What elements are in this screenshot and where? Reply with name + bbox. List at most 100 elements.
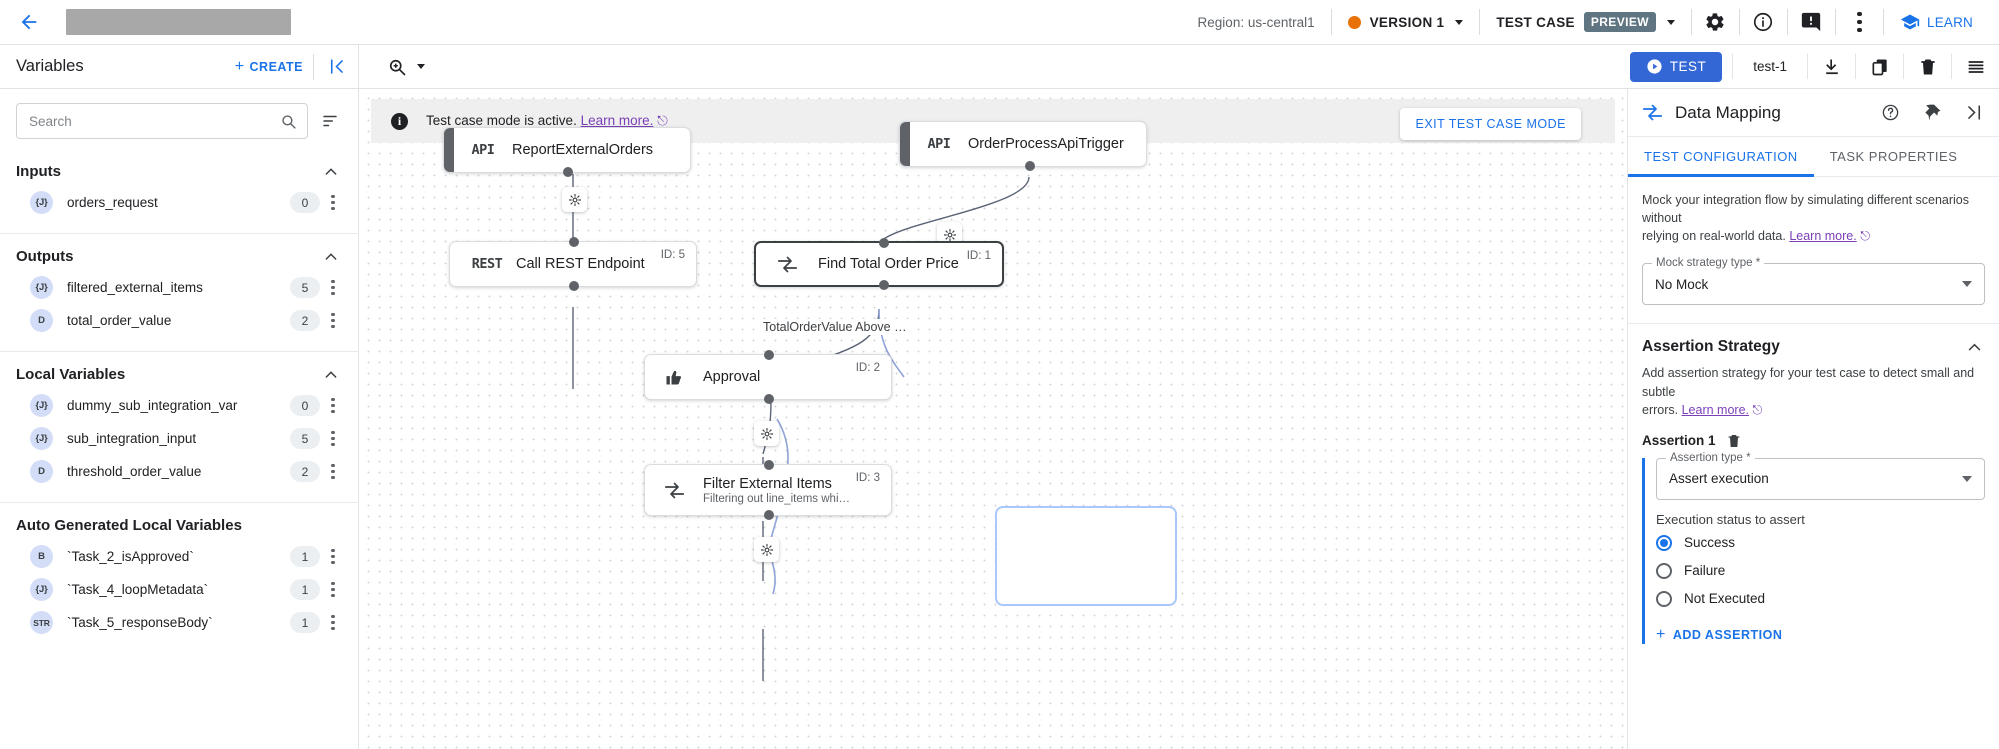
chevron-up-icon[interactable] [320, 164, 342, 180]
row-more-icon[interactable] [320, 431, 346, 446]
sort-icon[interactable] [318, 112, 342, 130]
node-output-port[interactable] [764, 394, 774, 404]
row-more-icon[interactable] [320, 195, 346, 210]
node-output-port[interactable] [569, 281, 579, 291]
variable-name: `Task_5_responseBody` [67, 615, 213, 630]
variable-count: 1 [290, 612, 320, 633]
panel-tabs: TEST CONFIGURATION TASK PROPERTIES [1628, 137, 1999, 177]
row-more-icon[interactable] [320, 582, 346, 597]
node-approval[interactable]: Approval ID: 2 [644, 350, 892, 404]
row-more-icon[interactable] [320, 313, 346, 328]
list-item[interactable]: B `Task_2_isApproved` 1 [0, 540, 358, 573]
section-header[interactable]: Outputs [0, 234, 358, 271]
search-icon [282, 114, 296, 129]
add-assertion-button[interactable]: + ADD ASSERTION [1656, 625, 1782, 643]
edge-gear-icon[interactable] [754, 421, 779, 446]
back-arrow-icon[interactable] [12, 5, 46, 39]
more-vert-icon[interactable] [1836, 0, 1883, 45]
copy-icon[interactable] [1856, 45, 1903, 88]
list-icon[interactable] [1952, 45, 1999, 88]
row-more-icon[interactable] [320, 464, 346, 479]
play-circle-icon [1647, 59, 1662, 74]
node-filter-external-items[interactable]: Filter External Items Filtering out line… [644, 460, 892, 520]
node-output-port[interactable] [764, 510, 774, 520]
edge-condition-label[interactable]: TotalOrderValue Above … [759, 319, 911, 335]
pin-icon[interactable] [1917, 98, 1947, 128]
zoom-control[interactable] [379, 57, 433, 77]
node-title: ReportExternalOrders [512, 142, 654, 158]
search-box[interactable] [16, 103, 308, 139]
chevron-up-icon[interactable] [320, 367, 342, 383]
run-test-button[interactable]: TEST [1629, 51, 1723, 82]
radio-option-failure[interactable]: Failure [1656, 557, 1985, 585]
node-find-total-order-price[interactable]: Find Total Order Price ID: 1 [754, 238, 1004, 290]
row-more-icon[interactable] [320, 398, 346, 413]
exit-test-case-mode-button[interactable]: EXIT TEST CASE MODE [1400, 108, 1581, 140]
row-more-icon[interactable] [320, 280, 346, 295]
node-output-port[interactable] [1025, 161, 1035, 171]
node-input-port[interactable] [569, 237, 579, 247]
edge-gear-icon[interactable] [754, 537, 779, 562]
flow-canvas[interactable]: i Test case mode is active. Learn more. … [359, 89, 1627, 749]
help-icon[interactable] [1875, 98, 1905, 128]
radio-option-not-executed[interactable]: Not Executed [1656, 585, 1985, 613]
test-case-selector[interactable]: TEST CASE PREVIEW [1480, 12, 1691, 32]
test-case-name[interactable]: test-1 [1753, 59, 1787, 74]
variable-name: total_order_value [67, 313, 172, 328]
node-order-process-api-trigger[interactable]: API OrderProcessApiTrigger [899, 121, 1147, 171]
plus-icon: + [1656, 625, 1666, 643]
node-accent-bar [444, 128, 454, 172]
variable-type-badge: STR [30, 611, 53, 634]
node-input-port[interactable] [879, 238, 889, 248]
variable-type-badge: D [30, 309, 53, 332]
row-more-icon[interactable] [320, 615, 346, 630]
section-header[interactable]: Local Variables [0, 352, 358, 389]
collapse-sidebar-icon[interactable] [314, 57, 358, 76]
node-output-port[interactable] [879, 280, 889, 290]
info-icon[interactable] [1740, 0, 1787, 45]
row-more-icon[interactable] [320, 549, 346, 564]
banner-learn-more-link[interactable]: Learn more. [580, 113, 654, 128]
variable-name: sub_integration_input [67, 431, 197, 446]
gear-icon[interactable] [1692, 0, 1739, 45]
node-input-port[interactable] [764, 460, 774, 470]
tab-test-configuration[interactable]: TEST CONFIGURATION [1628, 137, 1814, 177]
feedback-icon[interactable] [1788, 0, 1835, 45]
list-item[interactable]: {J} sub_integration_input 5 [0, 422, 358, 455]
search-input[interactable] [29, 113, 280, 129]
collapse-right-icon[interactable] [1959, 98, 1989, 128]
assertion-type-select[interactable]: Assertion type * Assert execution [1656, 451, 1985, 500]
trash-icon[interactable] [1726, 433, 1742, 449]
tab-task-properties[interactable]: TASK PROPERTIES [1829, 149, 1958, 164]
assertion-learn-more-link[interactable]: Learn more. [1681, 402, 1750, 417]
list-item[interactable]: STR `Task_5_responseBody` 1 [0, 606, 358, 639]
section-title: Inputs [16, 163, 61, 180]
assertion-desc-line1: Add assertion strategy for your test cas… [1642, 366, 1975, 399]
chevron-up-icon[interactable] [320, 249, 342, 265]
radio-option-success[interactable]: Success [1656, 529, 1985, 557]
delete-icon[interactable] [1904, 45, 1951, 88]
list-item[interactable]: {J} orders_request 0 [0, 186, 358, 219]
version-selector[interactable]: VERSION 1 [1332, 15, 1480, 30]
learn-button[interactable]: LEARN [1884, 12, 1987, 32]
list-item[interactable]: {J} `Task_4_loopMetadata` 1 [0, 573, 358, 606]
node-input-port[interactable] [764, 350, 774, 360]
mock-strategy-select[interactable]: Mock strategy type * No Mock [1642, 257, 1985, 306]
mock-learn-more-link[interactable]: Learn more. [1789, 229, 1857, 244]
node-report-external-orders[interactable]: API ReportExternalOrders [443, 127, 691, 177]
node-output-port[interactable] [563, 167, 573, 177]
create-variable-button[interactable]: + CREATE [225, 58, 313, 75]
list-item[interactable]: {J} dummy_sub_integration_var 0 [0, 389, 358, 422]
download-icon[interactable] [1808, 45, 1855, 88]
list-item[interactable]: D threshold_order_value 2 [0, 455, 358, 488]
section-header[interactable]: Inputs [0, 149, 358, 186]
list-item[interactable]: {J} filtered_external_items 5 [0, 271, 358, 304]
placeholder-card[interactable] [995, 506, 1177, 606]
chevron-up-icon[interactable] [1963, 339, 1985, 356]
node-call-rest-endpoint[interactable]: REST Call REST Endpoint ID: 5 [449, 237, 697, 291]
edge-gear-icon[interactable] [562, 187, 587, 212]
list-item[interactable]: D total_order_value 2 [0, 304, 358, 337]
section-header[interactable]: Auto Generated Local Variables [0, 503, 358, 540]
assertion-label: Assertion 1 [1642, 433, 1716, 449]
